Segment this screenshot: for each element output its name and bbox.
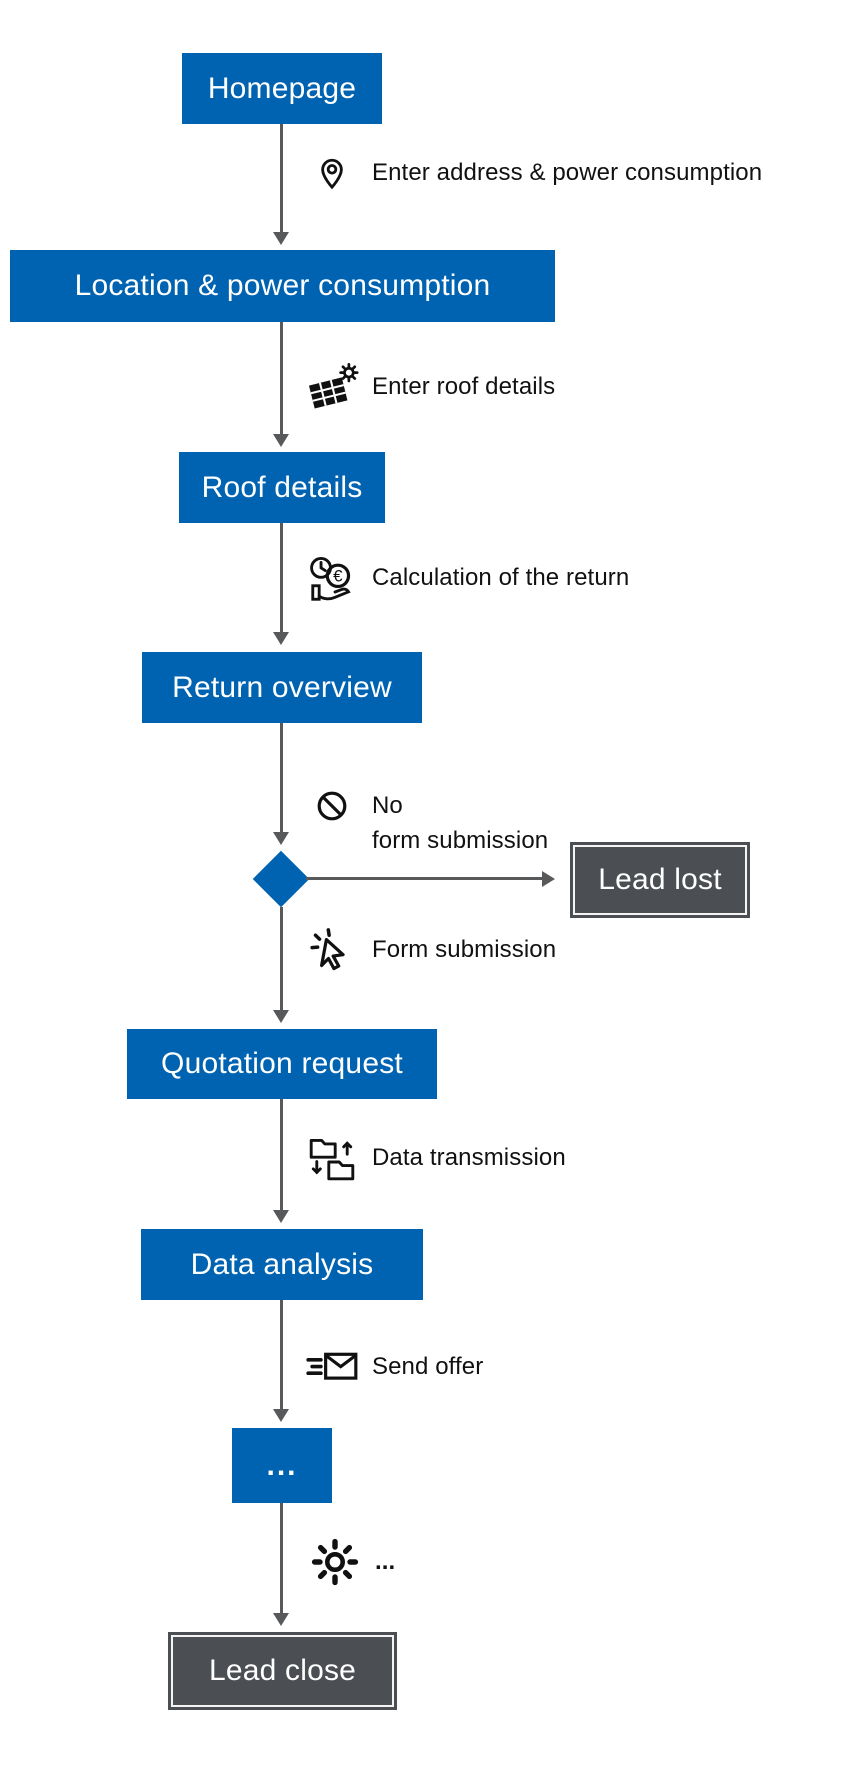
folder-transfer-icon — [305, 1134, 359, 1182]
arrow-line — [280, 322, 283, 434]
arrow-head-down — [273, 632, 289, 645]
arrow-head-down — [273, 1613, 289, 1626]
return-calculation-icon: € — [305, 553, 359, 603]
node-data-analysis: Data analysis — [141, 1229, 423, 1300]
arrow-line — [280, 1503, 283, 1613]
node-homepage: Homepage — [182, 53, 382, 124]
edge-label: ... — [375, 1548, 396, 1575]
node-location-power-consumption: Location & power consumption — [10, 250, 555, 322]
edge-no-form-submission: No form submission — [305, 788, 548, 858]
node-more-steps: ... — [232, 1428, 332, 1503]
edge-label: Send offer — [372, 1353, 484, 1380]
edge-send-offer: Send offer — [305, 1347, 483, 1387]
node-lead-close: Lead close — [168, 1632, 397, 1710]
edge-label: No form submission — [372, 792, 549, 854]
sun-icon — [308, 1537, 362, 1587]
arrow-line — [280, 124, 283, 232]
arrow-head-down — [273, 832, 289, 845]
arrow-line — [280, 907, 283, 1010]
edge-form-submission: Form submission — [305, 926, 556, 974]
location-pin-icon — [305, 149, 359, 197]
edge-label: Enter roof details — [372, 373, 556, 400]
edge-label: Enter address & power consumption — [372, 159, 763, 186]
node-roof-details: Roof details — [179, 452, 385, 523]
decision-diamond — [252, 850, 310, 908]
solar-panel-icon — [305, 360, 359, 414]
prohibition-icon — [305, 790, 359, 822]
arrow-head-down — [273, 232, 289, 245]
arrow-line — [280, 523, 283, 632]
arrow-line — [280, 723, 283, 832]
arrow-head-down — [273, 1210, 289, 1223]
node-return-overview: Return overview — [142, 652, 422, 723]
edge-enter-address: Enter address & power consumption — [305, 149, 762, 197]
arrow-line — [280, 1300, 283, 1409]
edge-label: Calculation of the return — [372, 564, 630, 591]
send-mail-icon — [305, 1347, 359, 1387]
arrow-head-down — [273, 1409, 289, 1422]
cursor-click-icon — [305, 926, 359, 974]
arrow-line — [306, 877, 542, 880]
node-lead-lost: Lead lost — [570, 842, 750, 918]
node-quotation-request: Quotation request — [127, 1029, 437, 1099]
arrow-line — [280, 1099, 283, 1210]
edge-more: ... — [308, 1537, 395, 1587]
edge-calculation: € Calculation of the return — [305, 553, 629, 603]
arrow-head-down — [273, 1010, 289, 1023]
arrow-head-down — [273, 434, 289, 447]
arrow-head-right — [542, 871, 555, 887]
edge-label: Data transmission — [372, 1144, 566, 1171]
edge-data-transmission: Data transmission — [305, 1134, 566, 1182]
edge-label: Form submission — [372, 936, 557, 963]
edge-enter-roof: Enter roof details — [305, 360, 555, 414]
svg-text:€: € — [333, 567, 343, 586]
